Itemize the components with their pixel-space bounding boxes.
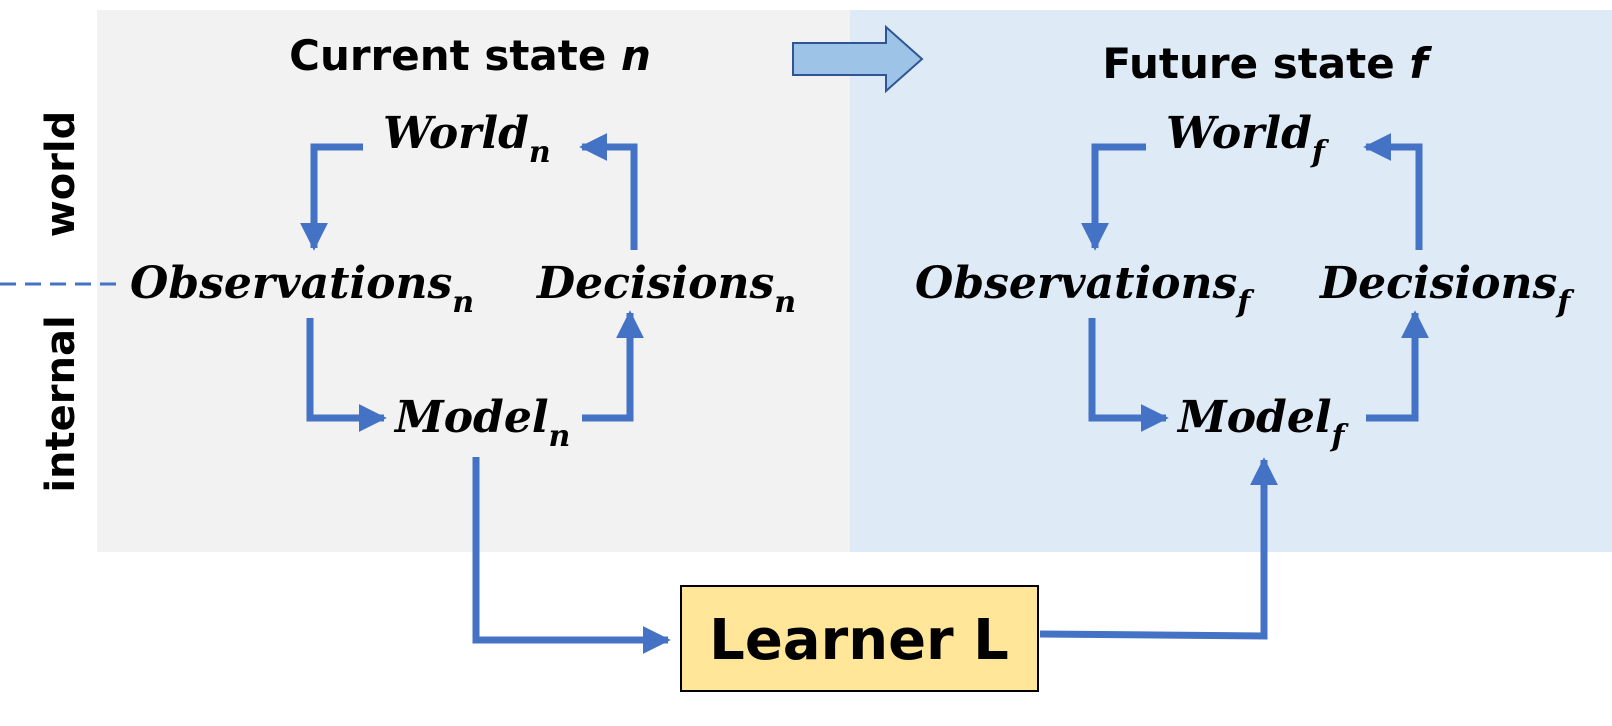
arrow-decisions-to-world-n <box>579 133 638 250</box>
current-decisions-node: Decisionsn <box>535 258 796 320</box>
learner-label: Learner L <box>709 608 1009 673</box>
learner-box <box>680 585 1039 692</box>
future-state-panel <box>850 10 1612 552</box>
current-world-node: Worldn <box>383 108 551 170</box>
arrow-model-to-decisions-f <box>1366 310 1429 422</box>
future-state-title: Future state f <box>1102 39 1432 88</box>
current-observations-node: Observationsn <box>130 258 474 320</box>
arrow-observations-to-model-f <box>1088 318 1169 432</box>
arrow-observations-to-model-n <box>306 318 387 432</box>
arrow-model-n-to-learner <box>472 457 671 654</box>
current-state-title: Current state n <box>289 31 651 80</box>
arrow-world-to-observations-n <box>300 143 363 251</box>
arrow-learner-to-model-f <box>1039 457 1278 640</box>
future-observations-node: Observationsf <box>915 258 1255 320</box>
arrow-decisions-to-world-f <box>1363 133 1423 250</box>
side-label-world: world <box>38 111 84 238</box>
arrow-model-to-decisions-n <box>582 310 644 422</box>
arrow-world-to-observations-f <box>1081 143 1146 251</box>
side-label-internal: internal <box>38 315 84 492</box>
current-model-node: Modeln <box>393 392 570 454</box>
right-arrow-icon <box>792 24 924 94</box>
